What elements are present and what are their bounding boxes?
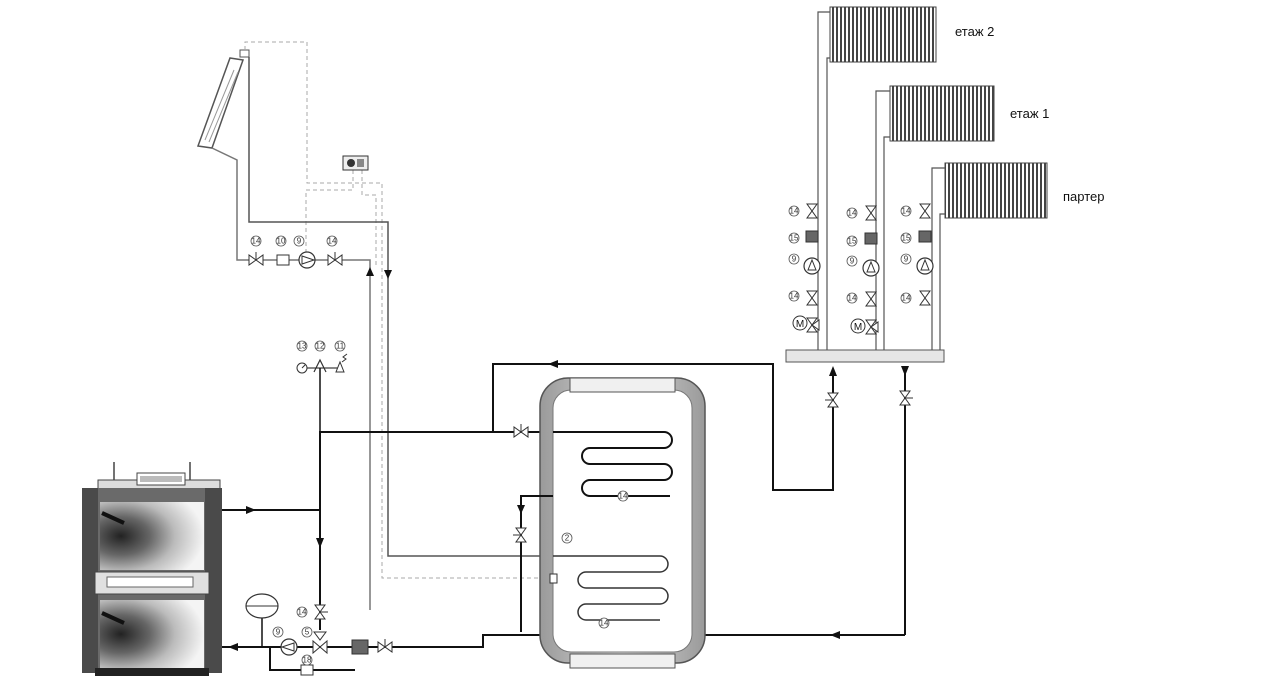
tank-side-valve: [513, 527, 527, 543]
solar-filter: [276, 254, 290, 266]
arrow-right-icon: [246, 506, 256, 514]
solar-pump: [298, 251, 316, 269]
arrow-left-icon: [228, 643, 238, 651]
safety-group: [296, 353, 348, 374]
svg-text:5: 5: [305, 628, 310, 637]
svg-text:14: 14: [328, 237, 337, 246]
circuit-floor-1: M 14 15 9 14: [846, 205, 880, 335]
storage-tank: [539, 377, 706, 669]
svg-text:11: 11: [336, 342, 345, 351]
boiler-pump: [280, 638, 298, 656]
arrow-down-icon: [517, 505, 525, 514]
arrow-left-icon: [830, 631, 840, 639]
svg-text:14: 14: [619, 492, 628, 501]
svg-text:14: 14: [790, 292, 799, 301]
circuit-floor-2: M 14 15 9 14: [788, 203, 821, 333]
expansion-vessel: [245, 593, 279, 647]
tank-to-heating-supply: [492, 363, 834, 491]
svg-text:15: 15: [902, 234, 911, 243]
arrow-down-icon: [316, 538, 324, 548]
solar-collector: [196, 49, 250, 149]
floor-1-label: етаж 1: [1010, 106, 1050, 121]
svg-text:14: 14: [902, 207, 911, 216]
svg-text:14: 14: [298, 608, 307, 617]
boiler-badges: 14 9 5 18: [272, 606, 313, 666]
heating-return-valve: [899, 390, 913, 406]
svg-text:9: 9: [276, 628, 281, 637]
arrow-down-icon: [384, 270, 392, 279]
tank-badges: 14 14 2: [561, 490, 629, 629]
solar-pipe-return: [211, 147, 371, 610]
svg-text:9: 9: [904, 255, 909, 264]
tank-supply-valve: [513, 424, 529, 438]
bypass-filter: [300, 664, 314, 676]
svg-text:12: 12: [316, 342, 325, 351]
solar-sensor-line: [244, 41, 553, 579]
radiator-floor-2: [817, 6, 937, 350]
svg-text:14: 14: [848, 294, 857, 303]
boiler: [82, 462, 222, 676]
heating-supply-valve: [825, 392, 839, 408]
return-filter-valve: [351, 639, 393, 655]
arrow-down-icon: [901, 366, 909, 376]
upper-coil: [553, 431, 673, 497]
solar-valve-2: [327, 252, 343, 266]
svg-text:14: 14: [252, 237, 261, 246]
svg-text:14: 14: [848, 209, 857, 218]
svg-text:14: 14: [902, 294, 911, 303]
solar-valve-1: [248, 252, 264, 266]
floor-2-label: етаж 2: [955, 24, 995, 39]
arrow-up-icon: [366, 267, 374, 276]
svg-text:10: 10: [277, 237, 286, 246]
svg-text:15: 15: [790, 234, 799, 243]
solar-sensor-line-2: [305, 170, 354, 270]
circuit-ground: 14 15 9 14: [900, 203, 934, 306]
svg-text:15: 15: [848, 237, 857, 246]
safety-group-badges: 13 12 11: [296, 340, 346, 352]
arrow-left-icon: [548, 360, 558, 368]
svg-text:M: M: [796, 319, 804, 330]
svg-text:M: M: [854, 322, 862, 333]
svg-text:2: 2: [565, 534, 570, 543]
svg-text:9: 9: [850, 257, 855, 266]
boiler-valve: [314, 604, 328, 620]
ground-floor-label: партер: [1063, 189, 1105, 204]
radiator-ground: [931, 162, 1048, 350]
svg-text:13: 13: [298, 342, 307, 351]
tank-side-loop: [520, 495, 553, 632]
svg-text:9: 9: [792, 255, 797, 264]
solar-sensor-line-3: [361, 170, 377, 265]
boiler-supply-pipe: [222, 431, 572, 511]
solar-pipe-supply: [248, 57, 553, 557]
arrow-up-icon: [829, 366, 837, 376]
radiator-floor-1: [875, 85, 995, 350]
solar-number-badges: 14 10 9 14: [250, 235, 338, 247]
three-way-valve: [312, 631, 328, 655]
lower-coil: [553, 555, 669, 621]
solar-controller: [342, 155, 369, 171]
svg-text:14: 14: [790, 207, 799, 216]
svg-text:18: 18: [303, 656, 312, 665]
svg-text:14: 14: [600, 619, 609, 628]
manifold: [785, 349, 945, 363]
svg-text:9: 9: [297, 237, 302, 246]
